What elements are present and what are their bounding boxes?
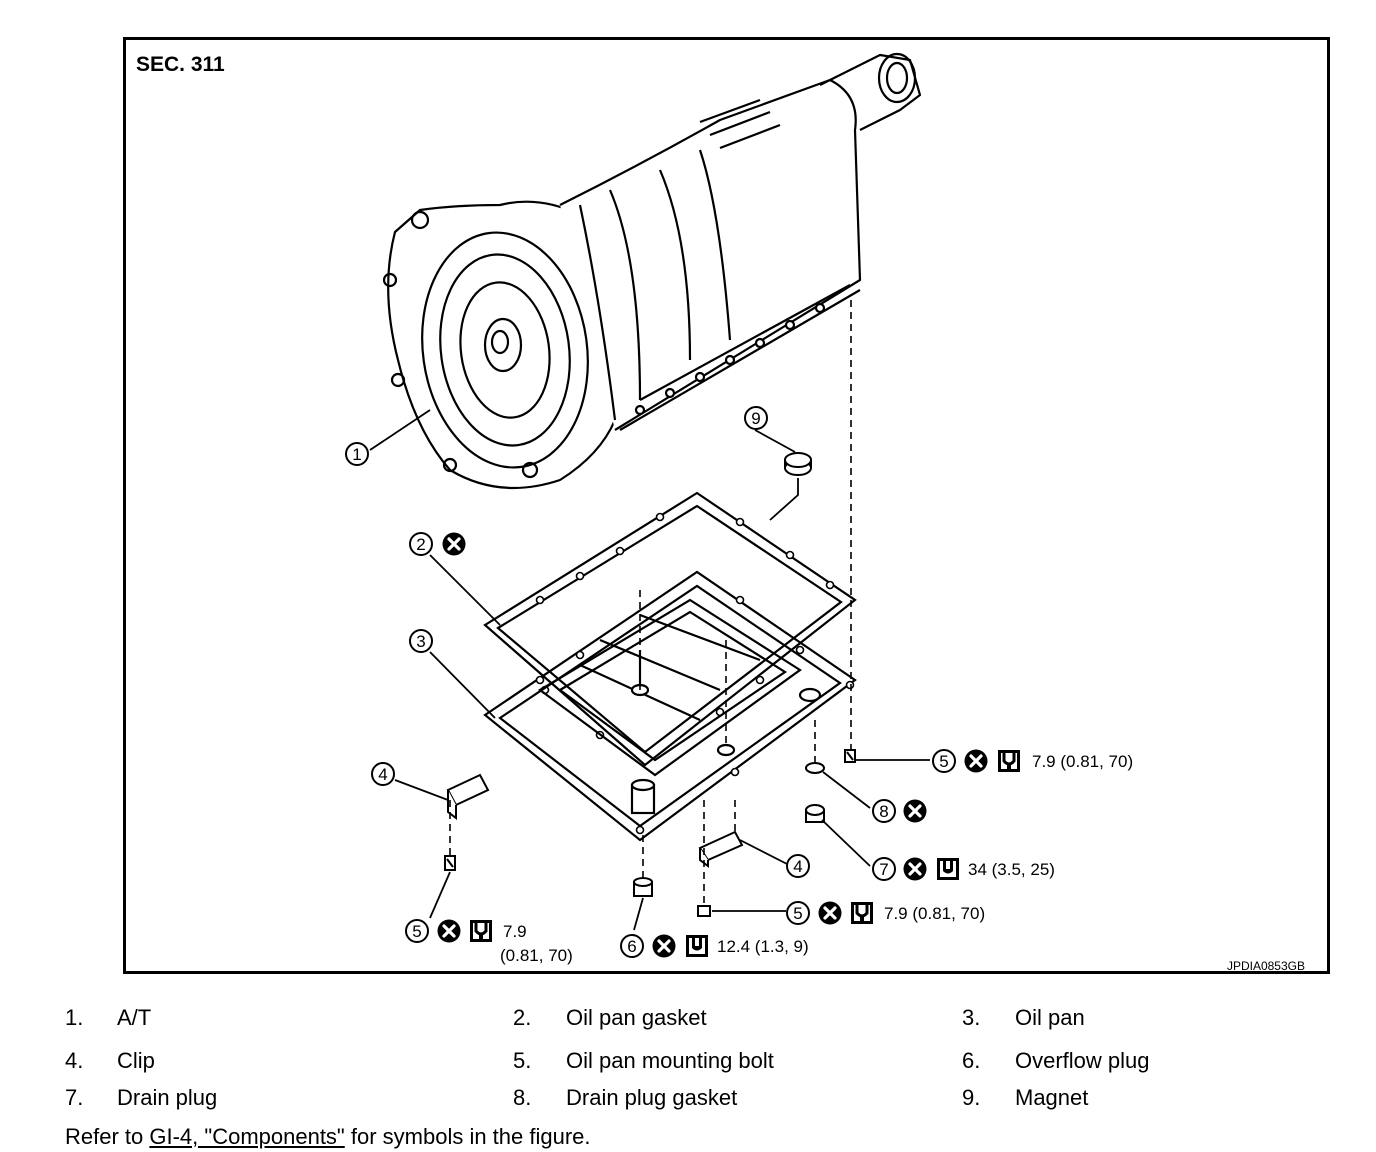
legend-name: Magnet: [1015, 1085, 1089, 1110]
svg-text:3: 3: [416, 632, 425, 651]
torque-wrench-icon: [996, 748, 1022, 774]
svg-text:5: 5: [939, 752, 948, 771]
callout-5-right-top: 5: [932, 749, 956, 773]
svg-text:9: 9: [751, 409, 760, 428]
callout-8: 8: [872, 799, 896, 823]
legend-num: 7.: [65, 1085, 84, 1110]
legend-name: Oil pan: [1015, 1005, 1085, 1030]
callout-5-bottom: 5: [786, 901, 810, 925]
do-not-reuse-icon: [962, 747, 990, 775]
oil-pan-gasket: [483, 491, 857, 767]
do-not-reuse-icon: [650, 932, 678, 960]
bolt-5-right-top: [844, 749, 856, 763]
exploded-diagram: SEC. 311: [136, 52, 1305, 973]
do-not-reuse-icon: [901, 797, 929, 825]
svg-text:4: 4: [378, 765, 387, 784]
do-not-reuse-icon: [901, 855, 929, 883]
torque-value-5-bottom: 7.9 (0.81, 70): [884, 904, 985, 923]
components-link[interactable]: GI-4, "Components": [149, 1124, 345, 1149]
drain-plug-gasket: [805, 762, 825, 774]
svg-text:1: 1: [352, 445, 361, 464]
refer-suffix: for symbols in the figure.: [344, 1124, 591, 1149]
bolt-5-bottom: [697, 905, 711, 917]
leader-lines: [369, 409, 930, 931]
callout-5-left: 5: [405, 919, 429, 943]
legend-name: Oil pan mounting bolt: [566, 1048, 774, 1073]
torque-value-5-right-top: 7.9 (0.81, 70): [1032, 752, 1133, 771]
legend-num: 4.: [65, 1048, 84, 1073]
callout-3: 3: [409, 629, 433, 653]
torque-wrench-icon: [849, 900, 875, 926]
image-code: JPDIA0853GB: [1227, 959, 1305, 973]
figure-frame: [123, 37, 1330, 974]
legend-name: Drain plug gasket: [566, 1085, 738, 1110]
svg-text:6: 6: [627, 937, 636, 956]
torque-wrench-icon: [468, 918, 494, 944]
alignment-lines: [449, 300, 852, 905]
callout-6: 6: [620, 934, 644, 958]
drain-plug: [805, 804, 825, 823]
refer-note: Refer to GI-4, "Components" for symbols …: [65, 1124, 591, 1150]
legend-num: 8.: [513, 1085, 532, 1110]
svg-text:4: 4: [793, 857, 802, 876]
do-not-reuse-icon: [816, 899, 844, 927]
callout-9: 9: [744, 406, 768, 430]
svg-text:7: 7: [879, 860, 888, 879]
clip-right: [698, 830, 744, 868]
torque-value-5-left-line2: (0.81, 70): [500, 946, 573, 965]
legend-num: 9.: [962, 1085, 981, 1110]
oil-pan: [483, 570, 857, 842]
svg-text:5: 5: [412, 922, 421, 941]
torque-wrench-icon: [686, 935, 708, 957]
legend-num: 3.: [962, 1005, 981, 1030]
torque-value-7: 34 (3.5, 25): [968, 860, 1055, 879]
overflow-plug: [633, 877, 653, 897]
legend-num: 1.: [65, 1005, 84, 1030]
legend-name: Clip: [117, 1048, 155, 1073]
at-transmission: [382, 52, 922, 490]
torque-value-6: 12.4 (1.3, 9): [717, 937, 809, 956]
svg-text:2: 2: [416, 535, 425, 554]
legend-num: 2.: [513, 1005, 532, 1030]
legend-name: A/T: [117, 1005, 152, 1030]
callout-4-right: 4: [786, 854, 810, 878]
magnet: [784, 452, 812, 476]
callout-2: 2: [409, 532, 433, 556]
svg-text:5: 5: [793, 904, 802, 923]
section-label: SEC. 311: [136, 53, 225, 76]
do-not-reuse-icon: [440, 530, 468, 558]
svg-text:8: 8: [879, 802, 888, 821]
refer-prefix: Refer to: [65, 1124, 150, 1149]
legend-num: 5.: [513, 1048, 532, 1073]
legend-name: Overflow plug: [1015, 1048, 1150, 1073]
legend-name: Drain plug: [117, 1085, 218, 1110]
callout-4-left: 4: [371, 762, 395, 786]
callouts: 1 2 3 4 9 5 8 7 4 5 5 6: [345, 406, 956, 958]
bolt-5-left: [444, 855, 456, 871]
legend-num: 6.: [962, 1048, 981, 1073]
torque-value-5-left-line1: 7.9: [503, 922, 527, 941]
callout-1: 1: [345, 442, 369, 466]
callout-7: 7: [872, 857, 896, 881]
do-not-reuse-icon: [435, 917, 463, 945]
legend-name: Oil pan gasket: [566, 1005, 707, 1030]
clip-left: [446, 773, 490, 820]
torque-wrench-icon: [937, 858, 959, 880]
